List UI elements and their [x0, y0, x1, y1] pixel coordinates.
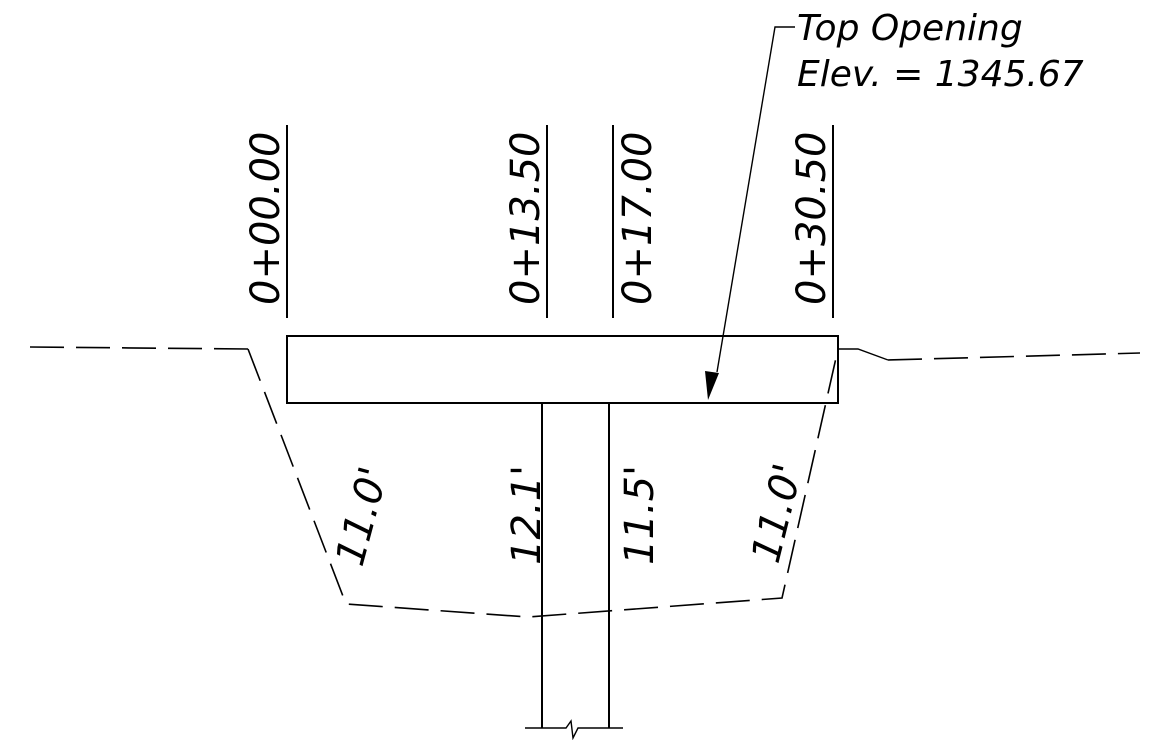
existing-ground-break-right [838, 348, 889, 361]
station-label-3: 0+30.50 [789, 132, 835, 305]
excavation-limit-line [247, 348, 839, 618]
depth-label-1: 12.1' [504, 465, 550, 565]
callout-leader-line [716, 26, 795, 373]
depth-label-2: 11.5' [617, 465, 663, 565]
existing-ground-left [29, 346, 249, 350]
top-slab [286, 335, 839, 404]
station-label-2: 0+17.00 [615, 132, 661, 305]
callout-arrowhead [705, 371, 719, 400]
depth-label-0: 11.0' [327, 462, 397, 571]
break-line-symbol [525, 719, 623, 740]
station-label-1: 0+13.50 [503, 132, 549, 305]
callout-title: Top Opening [797, 8, 1023, 49]
callout-elevation: Elev. = 1345.67 [797, 54, 1084, 95]
existing-ground-right [887, 352, 1141, 361]
station-label-0: 0+00.00 [243, 132, 289, 305]
